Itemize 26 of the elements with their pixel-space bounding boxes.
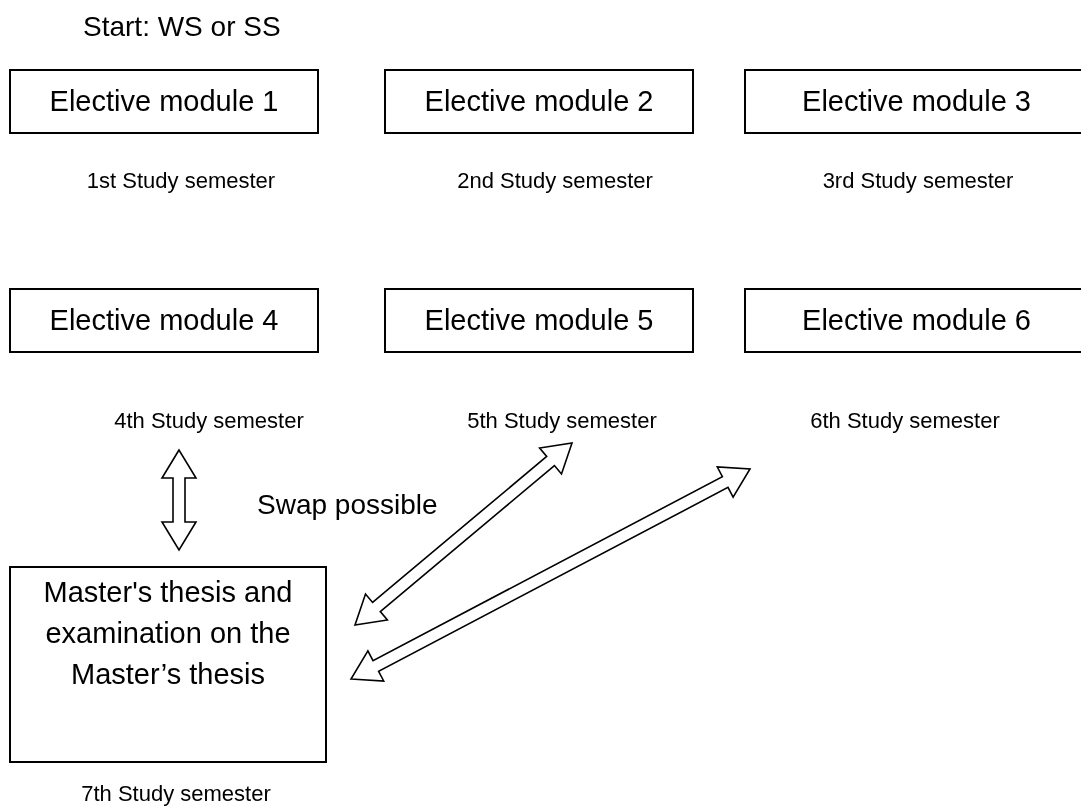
double-arrow <box>160 448 198 552</box>
semester-caption: 4th Study semester <box>114 406 304 435</box>
module-title: Master's thesis and examination on the Master’s thesis <box>42 575 294 692</box>
module-box <box>9 566 327 763</box>
module-title: Elective module 5 <box>424 303 654 338</box>
double-arrow <box>353 442 574 626</box>
swap-note: Swap possible <box>257 488 438 522</box>
semester-caption: 1st Study semester <box>86 166 276 195</box>
module-box <box>384 288 694 353</box>
start-note: Start: WS or SS <box>83 10 281 44</box>
double-arrow <box>349 466 752 682</box>
module-title: Elective module 4 <box>49 303 279 338</box>
module-title: Elective module 1 <box>49 84 279 119</box>
module-box <box>744 69 1081 134</box>
module-box <box>744 288 1081 353</box>
module-title: Elective module 3 <box>802 84 1031 119</box>
semester-caption: 3rd Study semester <box>822 166 1014 195</box>
semester-caption: 7th Study semester <box>81 779 271 808</box>
module-box <box>9 288 319 353</box>
semester-caption: 2nd Study semester <box>457 166 653 195</box>
semester-caption: 6th Study semester <box>810 406 1000 435</box>
module-title: Elective module 2 <box>424 84 654 119</box>
semester-caption: 5th Study semester <box>467 406 657 435</box>
module-title: Elective module 6 <box>802 303 1031 338</box>
module-box <box>384 69 694 134</box>
module-box <box>9 69 319 134</box>
